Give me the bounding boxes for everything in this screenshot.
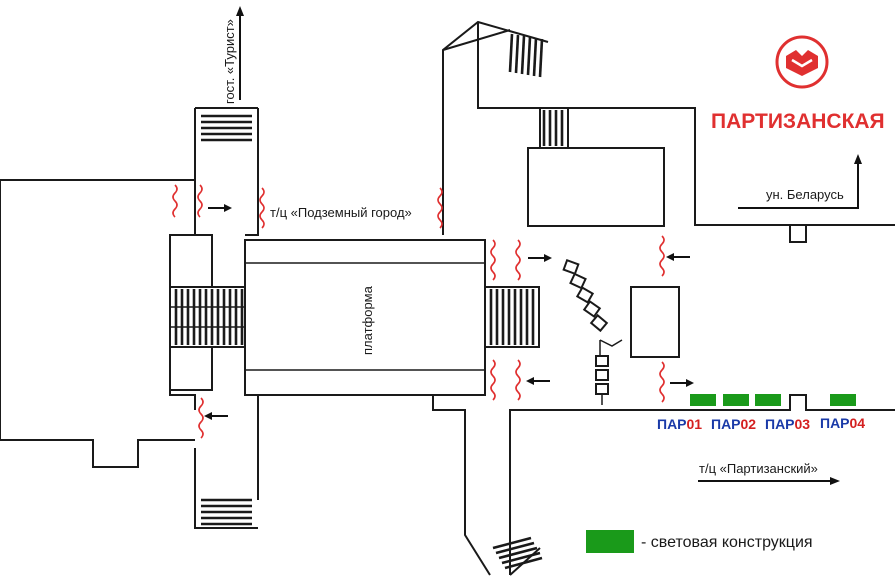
light-box-par04 bbox=[830, 394, 856, 406]
stair-upper bbox=[508, 33, 544, 78]
light-box-par02 bbox=[723, 394, 749, 406]
stair-hotel bbox=[195, 107, 258, 142]
building-central bbox=[527, 107, 665, 227]
legend-swatch bbox=[586, 530, 634, 553]
label-partizansky-mall: т/ц «Партизанский» bbox=[699, 461, 818, 476]
label-univermag: ун. Беларусь bbox=[766, 187, 844, 202]
stair-bottom-center bbox=[492, 536, 543, 570]
legend: - световая конструкция bbox=[586, 530, 813, 553]
label-hotel: гост. «Турист» bbox=[222, 19, 237, 104]
metro-logo bbox=[775, 35, 829, 89]
platform-block bbox=[244, 239, 486, 396]
left-hall-wall bbox=[0, 179, 259, 529]
hotel-direction-arrow bbox=[236, 6, 244, 100]
legend-text: - световая конструкция bbox=[641, 534, 813, 551]
right-notch-top bbox=[789, 225, 807, 243]
code-par02: ПАР02 bbox=[711, 416, 756, 432]
building-right bbox=[630, 286, 680, 358]
univermag-direction-arrow bbox=[738, 154, 862, 209]
code-par03: ПАР03 bbox=[765, 416, 810, 432]
label-platform: платформа bbox=[360, 285, 375, 355]
partizansky-mall-arrow bbox=[698, 477, 840, 485]
doors bbox=[172, 184, 665, 439]
stair-bottom-left bbox=[201, 498, 252, 526]
bottom-wall-right bbox=[509, 394, 895, 575]
station-name: ПАРТИЗАНСКАЯ bbox=[711, 110, 885, 133]
underground-mall-corridor bbox=[257, 20, 895, 235]
light-box-par01 bbox=[690, 394, 716, 406]
label-underground-mall: т/ц «Подземный город» bbox=[270, 205, 412, 220]
stair-platform-right bbox=[484, 286, 540, 348]
light-box-par03 bbox=[755, 394, 781, 406]
turnstiles bbox=[562, 258, 623, 405]
flow-arrows bbox=[204, 204, 694, 420]
code-par04: ПАР04 bbox=[820, 415, 865, 431]
bottom-exit-corridor bbox=[432, 395, 541, 576]
light-boxes bbox=[690, 394, 856, 406]
code-par01: ПАР01 bbox=[657, 416, 702, 432]
upper-stair-wall bbox=[442, 29, 511, 51]
escalator-left bbox=[169, 234, 259, 391]
